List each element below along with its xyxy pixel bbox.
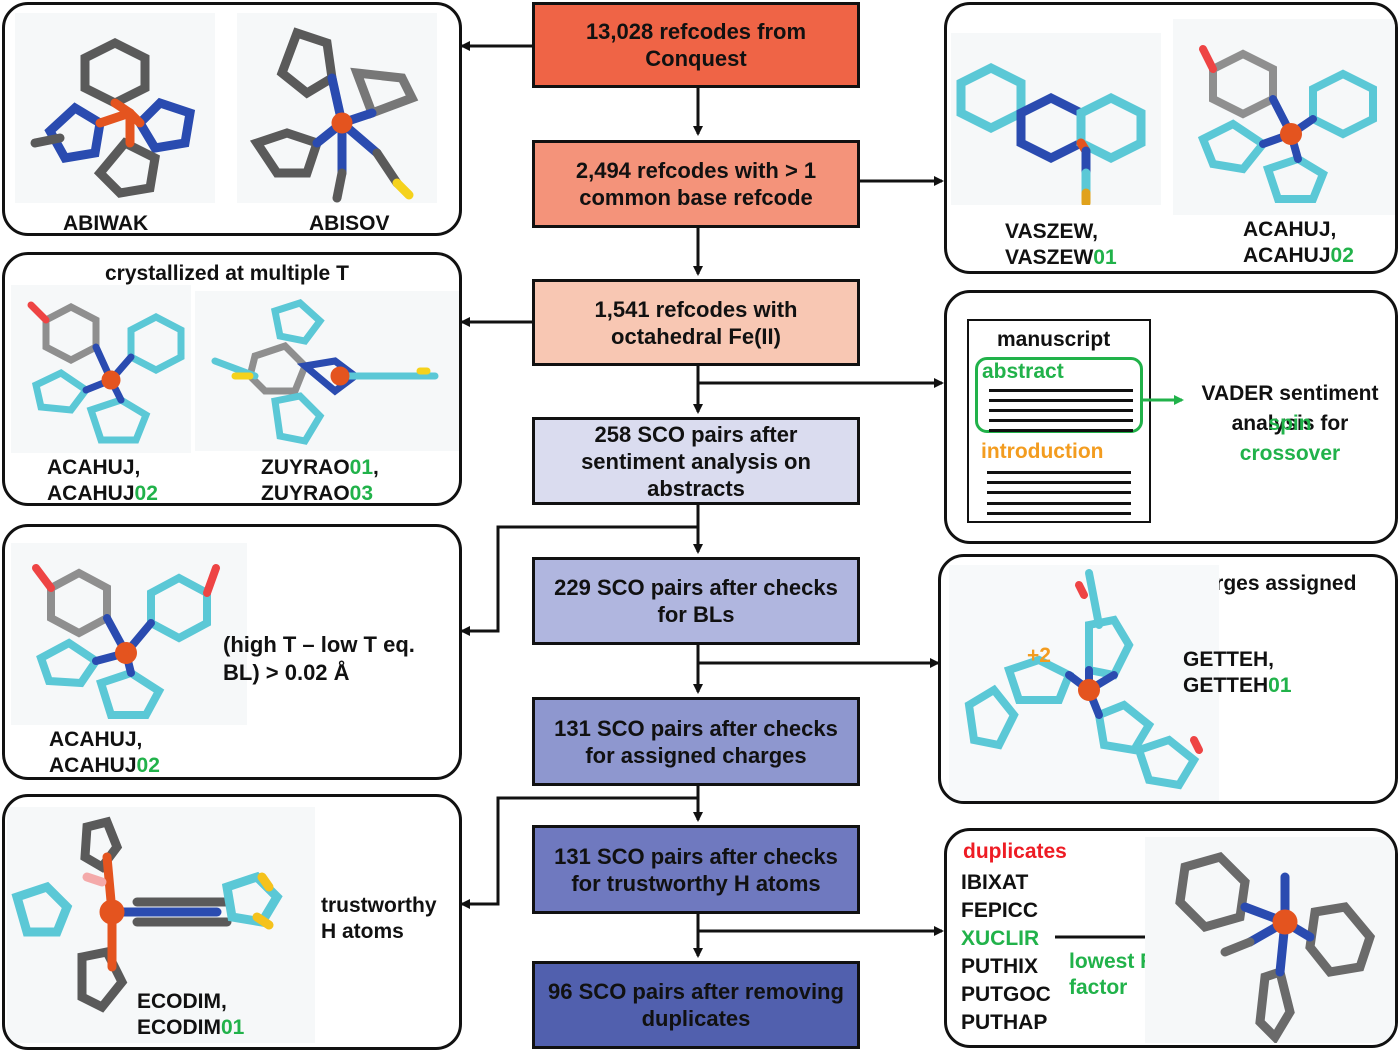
hydrogen-criterion: trustworthy H atoms	[321, 894, 437, 943]
text-line	[989, 429, 1133, 432]
text-line	[987, 491, 1131, 494]
molecule-image-zuyrao	[195, 291, 459, 451]
step-label: 131 SCO pairs after checks for assigned …	[554, 715, 838, 768]
introduction-label: introduction	[981, 440, 1104, 463]
bond-length-criterion: (high T – low T eq. BL) > 0.02 Å	[223, 632, 415, 685]
duplicate-item: PUTGOC	[961, 983, 1051, 1006]
refcode-pair-vaszew: VASZEW, VASZEW01	[1005, 220, 1117, 269]
step-label: 229 SCO pairs after checks for BLs	[554, 575, 838, 627]
refcode-pair-acahuj: ACAHUJ, ACAHUJ02	[47, 456, 158, 505]
panel-duplicates: duplicates IBIXAT FEPICC XUCLIR PUTHIX P…	[944, 828, 1398, 1048]
step-label: 2,494 refcodes with > 1 common base refc…	[575, 158, 817, 210]
panel-multiple-T: crystallized at multiple T	[2, 252, 462, 506]
text-line	[987, 512, 1131, 515]
step-label: 13,028 refcodes from Conquest	[585, 19, 807, 71]
flow-step-bond-lengths: 229 SCO pairs after checks for BLs	[532, 557, 860, 645]
panel-hydrogens: trustworthy H atoms ECODIM, ECODIM01	[2, 794, 462, 1050]
abstract-label: abstract	[982, 360, 1064, 383]
text-line	[989, 419, 1133, 422]
flow-step-duplicates: 96 SCO pairs after removing duplicates	[532, 961, 860, 1049]
flow-step-hydrogens: 131 SCO pairs after checks for trustwort…	[532, 825, 860, 914]
duplicate-item: IBIXAT	[961, 871, 1029, 894]
duplicates-title: duplicates	[963, 840, 1067, 863]
molecule-abiwak-icon	[30, 37, 196, 198]
flow-step-sentiment: 258 SCO pairs after sentiment analysis o…	[532, 417, 860, 505]
flow-step-conquest: 13,028 refcodes from Conquest	[532, 2, 860, 88]
refcode-pair-ecodim: ECODIM, ECODIM01	[137, 990, 245, 1039]
panel-excluded-single: ABIWAK ABISOV	[2, 2, 462, 236]
molecule-image-abiwak	[15, 13, 215, 203]
step-label: 96 SCO pairs after removing duplicates	[548, 979, 844, 1031]
molecule-image-vaszew	[951, 33, 1161, 208]
molecule-xuclir-icon	[1175, 851, 1376, 1045]
text-line	[989, 389, 1133, 392]
sentiment-result: VADER sentiment analysis for	[1201, 382, 1379, 435]
molecule-abisov-icon	[249, 27, 419, 203]
refcode-pair-zuyrao: ZUYRAO01, ZUYRAO03	[261, 456, 379, 505]
duplicate-item: PUTHIX	[961, 955, 1039, 978]
molecule-image-abisov	[237, 13, 437, 203]
sentiment-result-highlight: spin crossover	[1239, 412, 1341, 465]
molecule-vaszew-icon	[956, 62, 1146, 208]
panel-title: charges assigned	[1179, 572, 1357, 595]
panel-charges: charges assigned +2 GETTEH, GETTEH01	[938, 554, 1398, 804]
text-line	[987, 481, 1131, 484]
refcode-pair-acahuj: ACAHUJ, ACAHUJ02	[49, 728, 160, 777]
molecule-acahuj-icon	[32, 564, 220, 719]
panel-common-base: VASZEW, VASZEW01 ACAHUJ, ACAHUJ02	[944, 2, 1398, 274]
step-label: 131 SCO pairs after checks for trustwort…	[554, 843, 838, 896]
flow-step-charges: 131 SCO pairs after checks for assigned …	[532, 697, 860, 786]
molecule-image-getteh	[949, 565, 1219, 801]
text-line	[989, 409, 1133, 412]
manuscript-document: manuscript abstract introduction	[967, 319, 1151, 523]
molecule-image-xuclir	[1145, 837, 1395, 1045]
molecule-image-ecodim	[7, 807, 315, 1043]
manuscript-title: manuscript	[997, 328, 1111, 351]
text-line	[989, 399, 1133, 402]
molecule-image-acahuj	[11, 543, 247, 725]
panel-sentiment: manuscript abstract introduction VADER s…	[944, 290, 1398, 544]
duplicate-item: PUTHAP	[961, 1011, 1048, 1034]
selection-note: lowest R factor	[1069, 950, 1156, 999]
refcode-pair-getteh: GETTEH, GETTEH01	[1183, 648, 1292, 697]
text-line	[987, 471, 1131, 474]
duplicate-item: FEPICC	[961, 899, 1039, 922]
molecule-image-acahuj	[1173, 19, 1395, 215]
molecule-acahuj-icon	[27, 301, 185, 444]
molecule-acahuj-icon	[1197, 45, 1377, 203]
flow-step-octahedral-fe: 1,541 refcodes with octahedral Fe(II)	[532, 279, 860, 366]
panel-title: crystallized at multiple T	[105, 262, 349, 285]
green-arrow-icon	[1142, 395, 1184, 405]
duplicate-item-selected: XUCLIR	[961, 927, 1040, 950]
step-label: 258 SCO pairs after sentiment analysis o…	[581, 421, 811, 501]
molecule-zuyrao-icon	[211, 299, 439, 445]
molecule-ecodim-icon	[11, 816, 283, 1013]
duplicates-list: IBIXAT FEPICC XUCLIR PUTHIX PUTGOC PUTHA…	[961, 869, 1051, 1037]
panel-bond-length: (high T – low T eq. BL) > 0.02 Å ACAHUJ,…	[2, 524, 462, 780]
step-label: 1,541 refcodes with octahedral Fe(II)	[594, 296, 798, 349]
charge-label: +2	[1027, 644, 1051, 667]
molecule-getteh-icon	[964, 569, 1203, 790]
molecule-image-acahuj	[11, 285, 191, 453]
refcode-abiwak: ABIWAK	[63, 212, 149, 235]
flow-step-common-base: 2,494 refcodes with > 1 common base refc…	[532, 140, 860, 228]
text-line	[987, 502, 1131, 505]
refcode-abisov: ABISOV	[309, 212, 390, 235]
refcode-pair-acahuj: ACAHUJ, ACAHUJ02	[1243, 218, 1354, 267]
